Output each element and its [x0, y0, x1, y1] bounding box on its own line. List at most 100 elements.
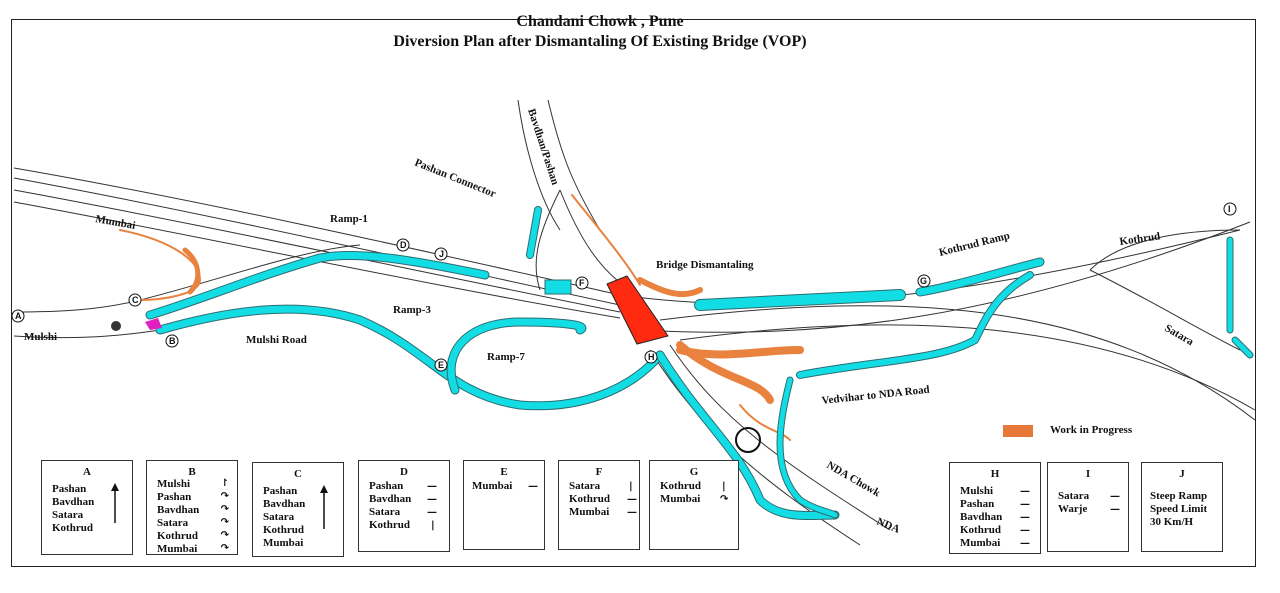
box-row: Pashan— [960, 498, 1030, 510]
route-box-a: A Pashan Bavdhan Satara Kothrud [41, 460, 133, 555]
box-row: Bavdhan— [960, 511, 1030, 523]
label-pashan-connector: Pashan Connector [413, 157, 498, 201]
box-row: Kothrud [157, 530, 198, 542]
mulshi-roundabout-marker [111, 321, 121, 331]
route-box-i: I Satara— Warje— [1047, 462, 1129, 552]
label-mulshi-road: Mulshi Road [246, 334, 307, 346]
box-row: Speed Limit [1150, 503, 1208, 515]
point-marker-e: E [434, 358, 448, 372]
box-heading: B [188, 466, 196, 478]
point-marker-j: J [434, 247, 448, 261]
box-row: Steep Ramp [1150, 490, 1208, 502]
box-row: 30 Km/H [1150, 516, 1194, 528]
box-heading: I [1085, 468, 1091, 480]
box-row: Mumbai↷ [660, 493, 729, 505]
label-bridge-dismantaling: Bridge Dismantaling [656, 259, 754, 271]
box-row: Satara— [1058, 490, 1120, 502]
box-row: Satara [157, 517, 189, 529]
turn-arrow-icons: ↾↷↷↷↷↷ [220, 478, 229, 554]
route-box-j: J Steep Ramp Speed Limit 30 Km/H [1141, 462, 1223, 552]
base-roads [13, 99, 1256, 546]
box-row: Pashan [52, 483, 87, 495]
label-kothrud: Kothrud [1119, 230, 1161, 248]
box-row: Mumbai— [472, 480, 538, 492]
point-marker-d: D [396, 238, 410, 252]
box-row: Kothrud— [569, 493, 637, 505]
svg-text:D: D [400, 240, 407, 250]
svg-text:I: I [1228, 204, 1231, 214]
bridge-dismantaling-area [606, 275, 669, 345]
point-marker-b: B [165, 334, 179, 348]
route-box-e: E Mumbai— [463, 460, 545, 550]
box-heading: D [400, 466, 408, 478]
box-row: Mulshi— [960, 485, 1030, 497]
box-row: Pashan— [369, 480, 437, 492]
label-mumbai: Mumbai [94, 213, 136, 232]
box-heading: H [990, 468, 1000, 480]
point-marker-h: H [644, 350, 658, 364]
work-in-progress-areas [119, 194, 804, 441]
label-nda: NDA [875, 516, 902, 536]
box-row: Kothrud [263, 524, 304, 536]
label-satara: Satara [1163, 322, 1196, 348]
route-box-b: B Mulshi Pashan Bavdhan Satara Kothrud M… [146, 460, 238, 555]
route-box-d: D Pashan— Bavdhan— Satara— Kothrud| [358, 460, 450, 552]
label-mulshi: Mulshi [24, 331, 57, 343]
point-marker-i: I [1223, 202, 1237, 216]
box-heading: F [595, 466, 603, 478]
svg-text:G: G [920, 276, 927, 286]
route-box-f: F Satara| Kothrud— Mumbai— [558, 460, 640, 550]
legend-work-in-progress-swatch [1003, 425, 1033, 437]
box-row: Satara| [569, 480, 633, 492]
svg-text:J: J [439, 249, 444, 259]
label-bavdhan-pashan: Bavdhan/Pashan [525, 107, 561, 186]
title-line-2: Diversion Plan after Dismantaling Of Exi… [393, 33, 807, 50]
box-row: Warje— [1058, 503, 1120, 515]
title-line-1: Chandani Chowk , Pune [516, 13, 684, 30]
box-heading: G [689, 466, 699, 478]
label-ramp-1: Ramp-1 [330, 213, 368, 225]
label-kothrud-ramp: Kothrud Ramp [938, 230, 1011, 259]
box-heading: C [294, 468, 302, 480]
box-row: Mumbai— [960, 537, 1030, 549]
box-row: Kothrud| [660, 480, 726, 492]
up-arrow-icon [320, 485, 328, 529]
box-row: Bavdhan— [369, 493, 437, 505]
svg-text:C: C [132, 295, 139, 305]
up-arrow-icon [111, 483, 119, 523]
box-row: Kothrud [52, 522, 93, 534]
route-box-g: G Kothrud| Mumbai↷ [649, 460, 739, 550]
box-row: Mumbai [157, 543, 198, 555]
point-marker-c: C [128, 293, 142, 307]
label-ramp-7: Ramp-7 [487, 351, 525, 363]
box-row: Satara— [369, 506, 437, 518]
point-marker-g: G [917, 274, 931, 288]
box-heading: J [1179, 468, 1185, 480]
route-box-h: H Mulshi— Pashan— Bavdhan— Kothrud— Mumb… [949, 462, 1041, 554]
label-ramp-3: Ramp-3 [393, 304, 431, 316]
box-row: Satara [263, 511, 295, 523]
box-row: Pashan [263, 485, 298, 497]
box-row: Pashan [157, 491, 192, 503]
svg-text:E: E [438, 360, 444, 370]
box-row: Kothrud— [960, 524, 1030, 536]
route-box-c: C Pashan Bavdhan Satara Kothrud Mumbai [252, 462, 344, 557]
diversion-routes [145, 206, 1254, 521]
box-row: Mumbai— [569, 506, 637, 518]
label-vedvihar-to-nda-road: Vedvihar to NDA Road [821, 384, 930, 407]
box-row: Satara [52, 509, 84, 521]
box-row: Kothrud| [369, 519, 435, 531]
box-row: Mulshi [157, 478, 191, 490]
box-heading: E [500, 466, 508, 478]
svg-text:F: F [579, 278, 585, 288]
svg-text:H: H [648, 352, 655, 362]
box-row: Mumbai [263, 537, 304, 549]
map-title: Chandani Chowk , Pune Diversion Plan aft… [0, 12, 1200, 52]
box-row: Bavdhan [52, 496, 95, 508]
point-b-highlight [145, 318, 162, 330]
legend-work-in-progress-label: Work in Progress [1050, 424, 1133, 436]
box-row: Bavdhan [157, 504, 200, 516]
point-marker-a: A [11, 309, 25, 323]
box-row: Bavdhan [263, 498, 306, 510]
